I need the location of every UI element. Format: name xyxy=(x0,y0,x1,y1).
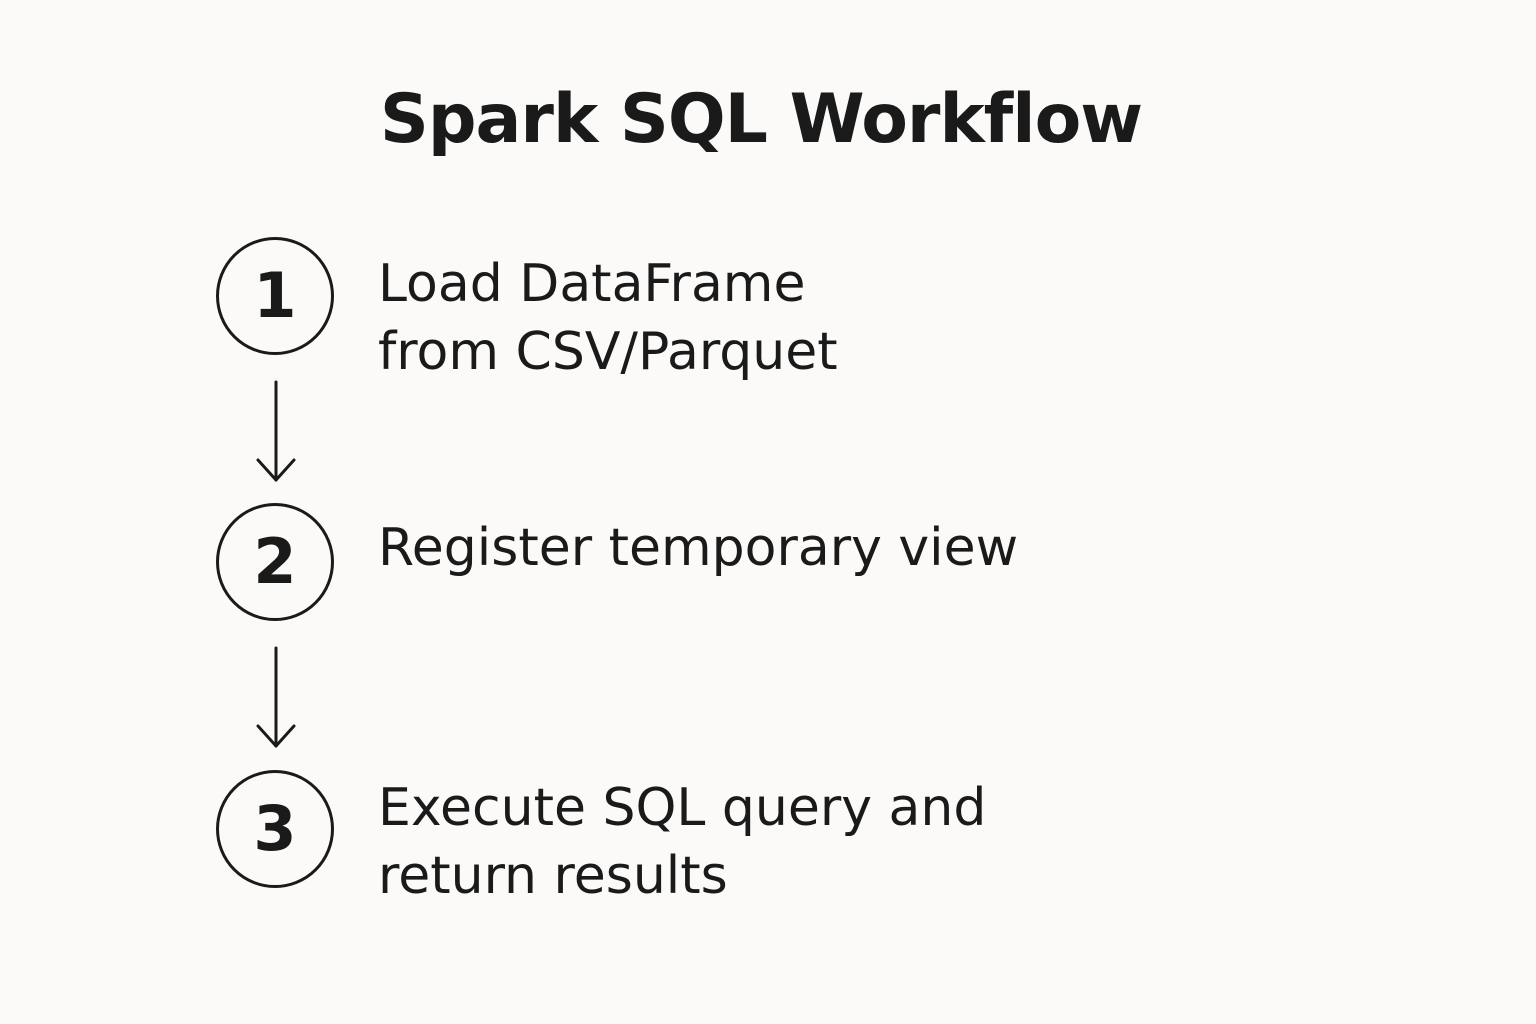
arrow-down-icon xyxy=(256,646,296,748)
step-1-label-line-2: from CSV/Parquet xyxy=(378,322,838,382)
step-2-number-circle: 2 xyxy=(216,503,334,621)
step-1-label-line-1: Load DataFrame xyxy=(378,254,806,314)
step-2-label-line-1: Register temporary view xyxy=(378,518,1019,578)
step-1-number-circle: 1 xyxy=(216,237,334,355)
step-2-label: Register temporary view xyxy=(378,514,1018,582)
arrow-down-icon xyxy=(256,380,296,482)
step-3-number-circle: 3 xyxy=(216,770,334,888)
step-3-label-line-1: Execute SQL query and xyxy=(378,778,987,838)
step-1-label: Load DataFrame from CSV/Parquet xyxy=(378,250,838,386)
step-3-label: Execute SQL query and return results xyxy=(378,774,986,910)
step-3-label-line-2: return results xyxy=(378,846,728,906)
diagram-title: Spark SQL Workflow xyxy=(379,80,1143,159)
